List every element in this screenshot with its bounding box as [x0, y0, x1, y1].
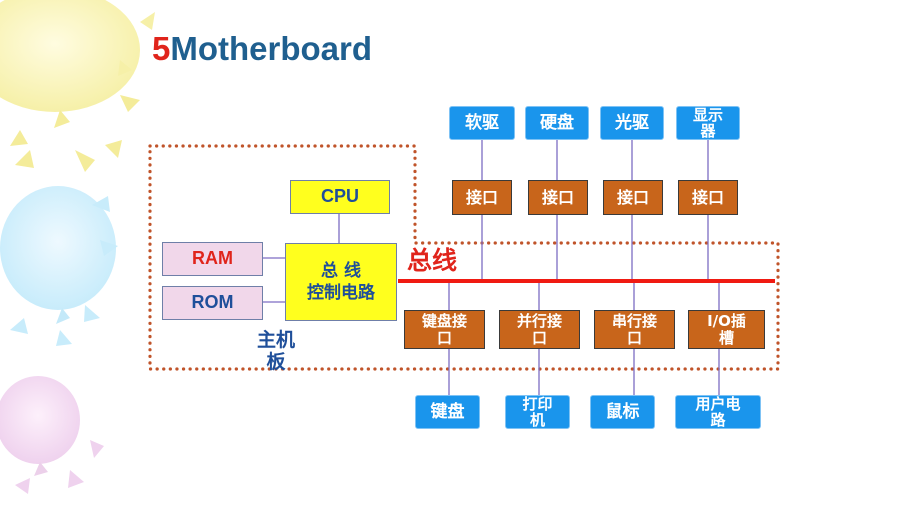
interface-box: 接口 [452, 180, 512, 215]
title-number: 5 [152, 30, 171, 67]
keyboard-interface-box: 键盘接 口 [404, 310, 485, 349]
parallel-interface-box: 并行接 口 [499, 310, 580, 349]
bus-controller-box: 总 线 控制电路 [285, 243, 397, 321]
cpu-box: CPU [290, 180, 390, 214]
ram-box: RAM [162, 242, 263, 276]
board-outline [148, 144, 780, 371]
title-text: Motherboard [170, 30, 373, 67]
interface-box: 接口 [603, 180, 663, 215]
io-slot-box: I/O插 槽 [688, 310, 765, 349]
blue-balloon [0, 186, 116, 310]
board-label: 主机板 [256, 329, 295, 373]
interface-box: 接口 [678, 180, 738, 215]
display-box: 显示 器 [676, 106, 740, 140]
yellow-balloon [0, 0, 140, 112]
interface-box: 接口 [528, 180, 588, 215]
mouse-box: 鼠标 [590, 395, 655, 429]
hard-disk-box: 硬盘 [525, 106, 589, 140]
bus-label: 总线 [407, 246, 458, 275]
floppy-drive-box: 软驱 [449, 106, 515, 140]
keyboard-box: 键盘 [415, 395, 480, 429]
serial-interface-box: 串行接 口 [594, 310, 675, 349]
printer-box: 打印 机 [505, 395, 570, 429]
pink-balloon [0, 376, 80, 464]
rom-box: ROM [162, 286, 263, 320]
slide-title: 5Motherboard [152, 30, 372, 68]
user-circuit-box: 用户电 路 [675, 395, 761, 429]
optical-drive-box: 光驱 [600, 106, 664, 140]
